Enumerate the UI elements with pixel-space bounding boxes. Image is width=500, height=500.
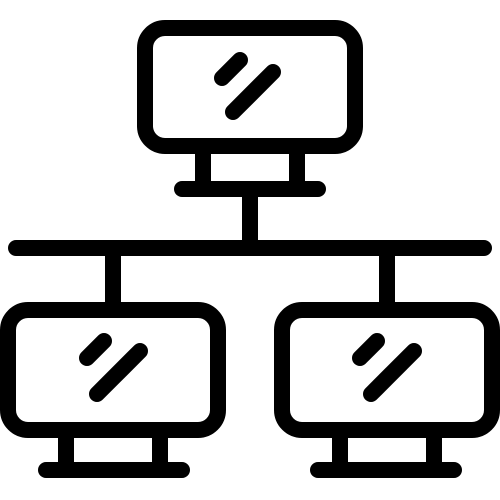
bottom-left-monitor-glare-long: [89, 343, 148, 402]
bottom-left-monitor-glare-short: [79, 333, 112, 366]
network-connectors: [8, 184, 492, 313]
top-monitor-glare-long: [225, 64, 281, 120]
bottom-right-monitor-icon: [274, 302, 500, 478]
top-monitor-glare-short: [214, 52, 248, 86]
bottom-right-monitor-glare-short: [352, 333, 385, 366]
bottom-left-monitor-screen: [0, 302, 226, 438]
bottom-right-monitor-glare-long: [363, 343, 422, 402]
bottom-left-monitor-icon: [0, 302, 226, 478]
bottom-right-monitor-screen: [274, 302, 500, 438]
top-monitor-screen: [137, 20, 363, 154]
top-monitor-icon: [137, 20, 363, 197]
